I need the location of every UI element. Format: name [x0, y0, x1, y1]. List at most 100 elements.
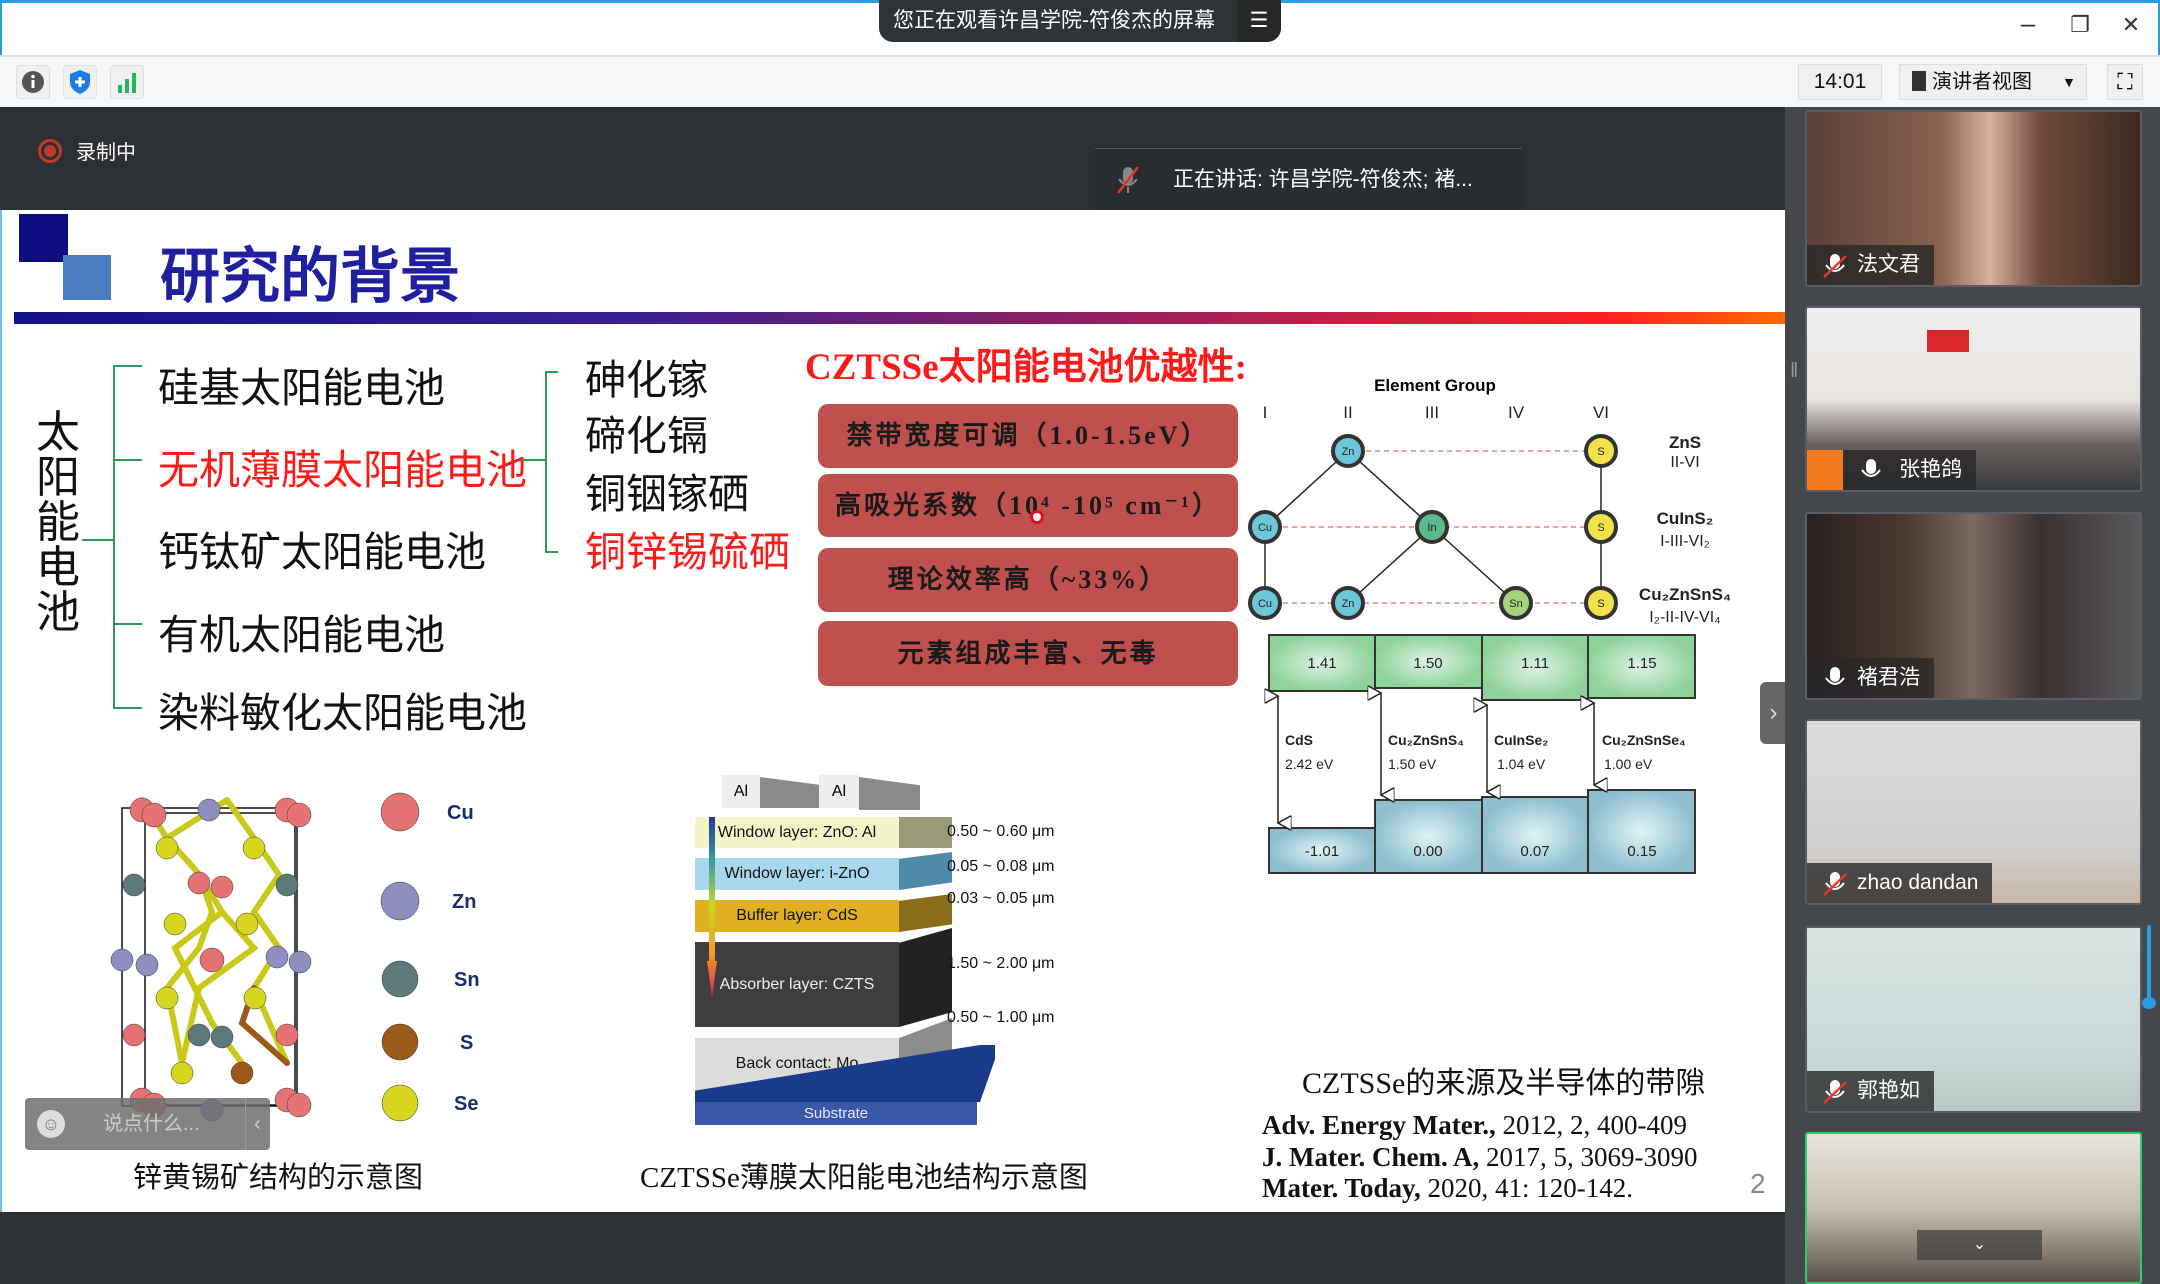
material-gap: 2.42 eV — [1285, 756, 1334, 772]
fullscreen-icon: ⛶ — [2117, 69, 2133, 94]
recording-indicator[interactable]: 录制中 — [38, 136, 136, 165]
vb-value: 0.07 — [1520, 843, 1549, 860]
type-organic: 有机太阳能电池 — [158, 612, 445, 658]
layer-window-izno: Window layer: i-ZnO — [695, 858, 899, 890]
atom-label: S — [1597, 446, 1604, 458]
thickness-value: 0.03 ~ 0.05 μm — [947, 890, 1055, 907]
thickness-value: 0.50 ~ 1.00 μm — [947, 1009, 1055, 1026]
participant-name: 褚君浩 — [1857, 666, 1920, 689]
atoms — [110, 797, 312, 1122]
participant-label: 褚君浩 — [1807, 658, 1934, 698]
scroll-down-chevron-icon[interactable]: ⌄ — [1917, 1230, 2042, 1260]
reference: J. Mater. Chem. A, 2017, 5, 3069-3090 — [1262, 1142, 1697, 1173]
video-tile-active-speaker[interactable]: ⌄ — [1805, 1132, 2142, 1284]
network-status-button[interactable] — [110, 65, 144, 99]
shared-slide: 研究的背景 太阳能电池 硅基太阳能电池 无机薄膜太阳能电池 钙钛矿太阳能电池 有… — [0, 210, 1785, 1212]
video-tile[interactable]: 法文君 — [1805, 110, 2142, 287]
atom-label: Sn — [1509, 598, 1522, 610]
legend-s-swatch — [381, 1023, 419, 1061]
type-inorganic-film: 无机薄膜太阳能电池 — [158, 447, 527, 493]
advantage-item: 理论效率高（~33%） — [818, 548, 1238, 612]
group-label: II — [1343, 403, 1352, 422]
collapse-chevron-icon[interactable]: ‹ — [245, 1098, 261, 1150]
participant-label: 郭艳如 — [1807, 1071, 1934, 1111]
reference-detail: 2017, 5, 3069-3090 — [1479, 1142, 1698, 1172]
atom-label: In — [1427, 522, 1436, 534]
material-name: CdS — [1285, 732, 1313, 748]
page-number: 2 — [1750, 1168, 1766, 1199]
type-cztsse: 铜锌锡硫硒 — [585, 529, 790, 575]
atom-s — [1584, 586, 1618, 620]
compound-type: I-III-VI₂ — [1660, 533, 1710, 550]
panel-scrollbar[interactable] — [2142, 925, 2156, 1015]
banner-menu-icon[interactable]: ☰ — [1237, 0, 1281, 42]
video-tile[interactable]: 褚君浩 — [1805, 512, 2142, 700]
participant-label: 张艳鸽 — [1807, 450, 1976, 490]
laser-pointer — [1030, 510, 1044, 524]
material-gap: 1.00 eV — [1604, 756, 1653, 772]
band-gap-diagram: 1.41 1.50 1.11 1.15 -1.01 0.00 0.07 0.15… — [1262, 634, 1696, 874]
group-label: IV — [1508, 403, 1525, 422]
minimize-button[interactable]: – — [2020, 8, 2036, 38]
layer-substrate: Substrate — [695, 1102, 977, 1125]
slide-title: 研究的背景 — [160, 244, 460, 310]
contact-label: Al — [722, 775, 760, 808]
info-button[interactable] — [16, 65, 50, 99]
type-cigs: 铜铟镓硒 — [585, 471, 749, 517]
category-label: 太阳能电池 — [36, 408, 80, 637]
compound-type: II-VI — [1670, 454, 1699, 471]
group-label: III — [1425, 403, 1439, 422]
advantage-item: 禁带宽度可调（1.0-1.5eV） — [818, 404, 1238, 468]
contact-block — [760, 777, 819, 808]
material-name: CuInSe₂ — [1494, 732, 1548, 748]
emoji-icon[interactable]: ☺ — [37, 1110, 65, 1138]
slide-bottom-bar — [0, 1212, 1785, 1284]
thickness-label: 0.05 ~ 0.08 μm — [947, 858, 1055, 876]
fullscreen-button[interactable]: ⛶ — [2107, 64, 2143, 100]
legend-label: Sn — [454, 969, 480, 991]
cb-value: 1.15 — [1627, 655, 1656, 672]
atom-label: Zn — [1342, 598, 1355, 610]
participant-name: 郭艳如 — [1857, 1079, 1920, 1102]
record-icon — [38, 138, 62, 163]
atom-zn — [1331, 586, 1365, 620]
atom-sn — [1499, 586, 1533, 620]
video-tile[interactable]: 郭艳如 — [1805, 926, 2142, 1113]
view-mode-dropdown[interactable]: 演讲者视图 ▼ — [1899, 64, 2087, 100]
vb-box — [1374, 799, 1483, 874]
video-tile[interactable]: 张艳鸽 — [1805, 306, 2142, 492]
legend-label: Cu — [447, 802, 474, 824]
layer-side — [899, 894, 952, 932]
reference-detail: 2012, 2, 400-409 — [1495, 1110, 1687, 1140]
vb-box — [1587, 789, 1696, 874]
material-gap: 1.50 eV — [1388, 756, 1437, 772]
title-divider — [14, 312, 1785, 324]
cb-value: 1.11 — [1521, 655, 1549, 672]
security-button[interactable] — [63, 65, 97, 99]
close-button[interactable]: ✕ — [2121, 12, 2141, 37]
layer-buffer-cds: Buffer layer: CdS — [695, 900, 899, 932]
thickness-label: 0.50 ~ 0.60 μm — [947, 823, 1055, 841]
element-group-title: Element Group — [1374, 376, 1496, 395]
reference: Adv. Energy Mater., 2012, 2, 400-409 — [1262, 1110, 1687, 1141]
next-slide-tab[interactable]: › — [1760, 682, 1785, 744]
atom-label: S — [1597, 598, 1604, 610]
cb-box — [1481, 634, 1589, 701]
restore-button[interactable]: ❐ — [2070, 12, 2090, 37]
compound-type: I₂-II-IV-VI₄ — [1649, 609, 1720, 626]
band-caption: CZTSSe的来源及半导体的带隙 — [1302, 1067, 1706, 1100]
reference: Mater. Today, 2020, 41: 120-142. — [1262, 1173, 1633, 1204]
video-tile[interactable]: zhao dandan — [1805, 719, 2142, 905]
thickness-value: 0.50 ~ 0.60 μm — [947, 823, 1055, 840]
panel-resize-handle[interactable]: ‖ — [1790, 360, 1799, 382]
vb-box — [1481, 796, 1589, 874]
muted-mic-icon — [1823, 872, 1847, 896]
cb-box — [1587, 634, 1696, 699]
chat-input-bubble[interactable]: ☺ 说点什么... ‹ — [25, 1098, 270, 1150]
sub-bracket — [522, 371, 558, 553]
reference-detail: 2020, 41: 120-142. — [1420, 1173, 1634, 1203]
reference-journal: Mater. Today, — [1262, 1173, 1421, 1203]
atom-in — [1415, 510, 1449, 544]
legend-label: S — [460, 1032, 473, 1054]
chat-placeholder: 说点什么... — [103, 1113, 200, 1135]
